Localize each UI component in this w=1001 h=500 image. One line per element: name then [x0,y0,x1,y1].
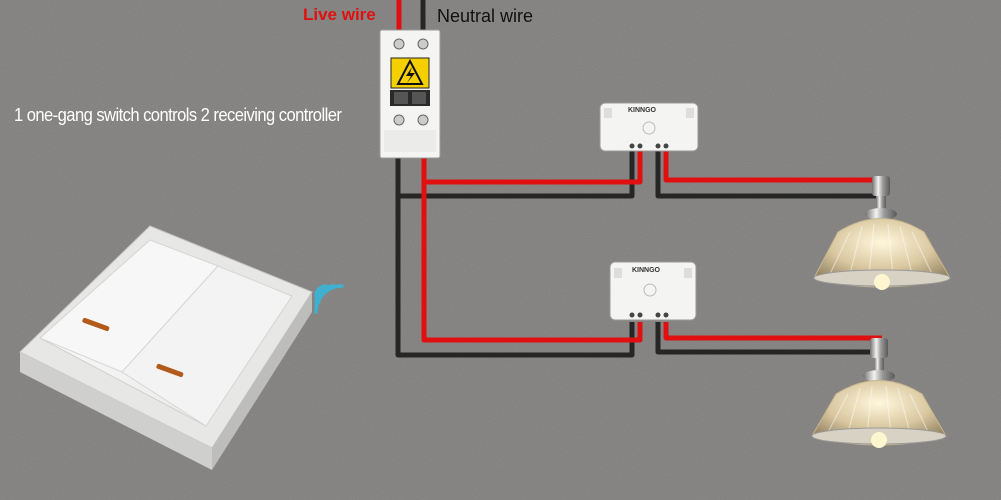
wall-switch [19,225,313,470]
receiver-controller-1: KINNGO [599,102,699,152]
receiver-2-brand: KINNGO [632,267,661,274]
neutral-wire-label: Neutral wire [437,6,534,26]
live-wire-label: Live wire [303,5,376,24]
pendant-lamp-2 [811,338,947,448]
wireless-signal-icon [314,284,344,314]
receiver-1-brand: KINNGO [628,107,657,114]
circuit-breaker [379,29,441,159]
receiver-controller-2: KINNGO [609,261,697,321]
pendant-lamp-1 [813,176,951,290]
switch-rocker-right [121,265,293,427]
live-wires [396,0,882,343]
high-voltage-icon [396,58,424,85]
diagram-caption: 1 one-gang switch controls 2 receiving c… [14,105,342,125]
